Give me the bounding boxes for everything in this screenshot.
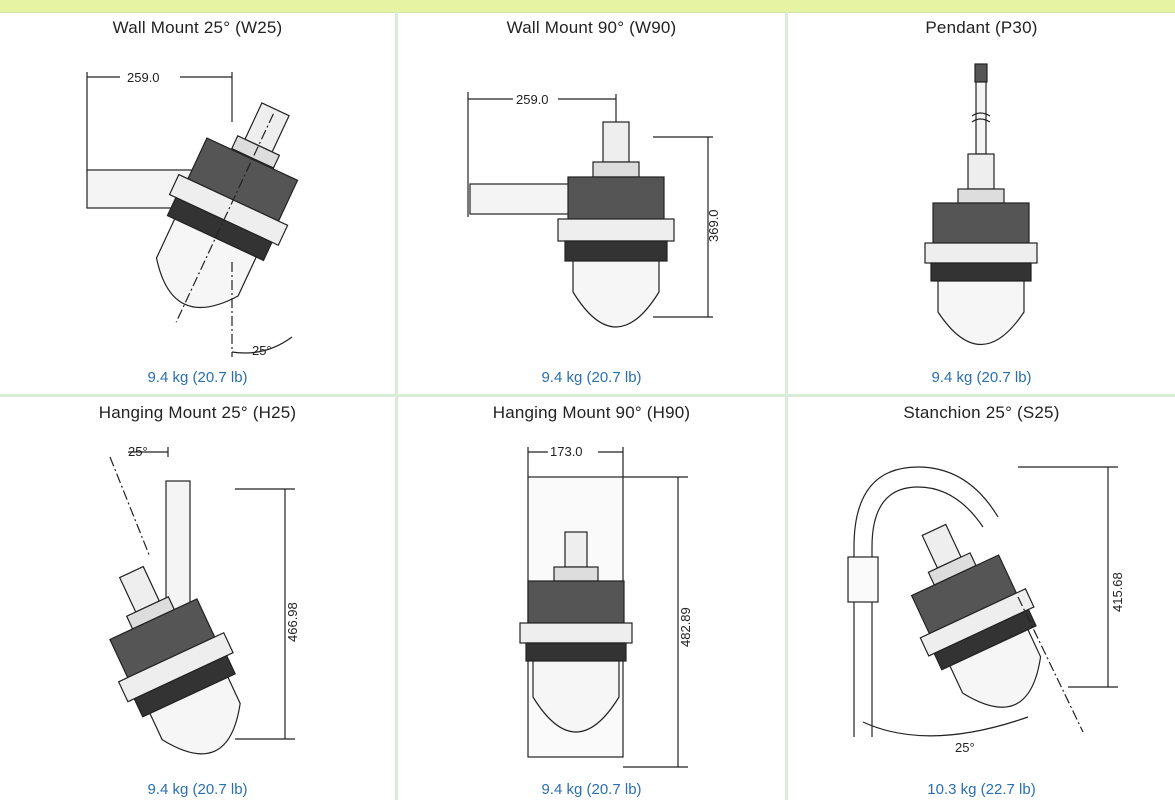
panel-title: Wall Mount 25° (W25) — [112, 18, 283, 37]
dim-height: 466.98 — [285, 602, 300, 642]
panel-stanchion-25: Stanchion 25° (S25) — [788, 397, 1175, 800]
panel-wall-mount-25: Wall Mount 25° (W25) — [0, 12, 398, 397]
dim-angle: 25° — [955, 740, 975, 755]
stanchion-25-drawing: 415.68 25° — [847, 466, 1125, 755]
dim-width: 259.0 — [127, 70, 160, 85]
dim-height: 415.68 — [1110, 572, 1125, 612]
pendant-drawing — [924, 63, 1038, 346]
panel-weight: 9.4 kg (20.7 lb) — [931, 369, 1032, 386]
panel-weight: 9.4 kg (20.7 lb) — [147, 369, 248, 386]
dim-angle: 25° — [128, 444, 148, 459]
panel-hanging-mount-25: Hanging Mount 25° (H25) 25° — [0, 397, 398, 800]
dim-width: 259.0 — [516, 92, 549, 107]
dim-angle: 25° — [252, 343, 272, 358]
hanging-mount-90-drawing: 173.0 482.89 — [519, 444, 693, 768]
dim-height: 369.0 — [706, 209, 721, 242]
panel-weight: 9.4 kg (20.7 lb) — [147, 781, 248, 798]
panel-title: Wall Mount 90° (W90) — [506, 18, 677, 37]
panel-weight: 10.3 kg (22.7 lb) — [927, 781, 1036, 798]
dim-width: 173.0 — [550, 444, 583, 459]
panel-title: Hanging Mount 25° (H25) — [98, 403, 297, 422]
mounting-options-grid: Wall Mount 25° (W25) — [0, 12, 1175, 800]
wall-mount-90-drawing: 259.0 369.0 — [467, 92, 721, 328]
panel-wall-mount-90: Wall Mount 90° (W90) 259.0 369.0 9 — [398, 12, 788, 397]
wall-mount-25-drawing: 259.0 25° — [86, 70, 299, 358]
header-band — [0, 0, 1175, 13]
panel-title: Hanging Mount 90° (H90) — [492, 403, 691, 422]
panel-title: Stanchion 25° (S25) — [903, 403, 1060, 422]
panel-weight: 9.4 kg (20.7 lb) — [541, 369, 642, 386]
dim-height: 482.89 — [678, 607, 693, 647]
panel-weight: 9.4 kg (20.7 lb) — [541, 781, 642, 798]
hanging-mount-25-drawing: 25° 466.98 — [109, 444, 300, 755]
panel-title: Pendant (P30) — [925, 18, 1038, 37]
panel-hanging-mount-90: Hanging Mount 90° (H90) 173.0 482.89 — [398, 397, 788, 800]
panel-pendant: Pendant (P30) 9.4 kg (20.7 lb) — [788, 12, 1175, 397]
